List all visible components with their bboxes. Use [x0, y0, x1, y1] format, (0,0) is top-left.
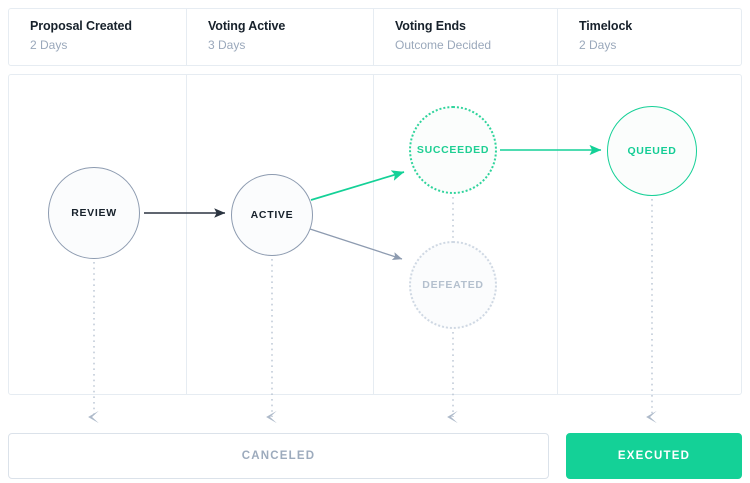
timeline-header-panel: Proposal Created 2 Days Voting Active 3 …	[8, 8, 742, 66]
timeline-column-voting-active: Voting Active 3 Days	[187, 9, 374, 65]
column-subtitle: 3 Days	[208, 38, 246, 52]
state-node-defeated[interactable]: DEFEATED	[409, 241, 497, 329]
column-subtitle: 2 Days	[30, 38, 68, 52]
state-node-active[interactable]: ACTIVE	[231, 174, 313, 256]
column-subtitle: Outcome Decided	[395, 38, 492, 52]
timeline-column-voting-ends: Voting Ends Outcome Decided	[374, 9, 558, 65]
state-node-queued[interactable]: QUEUED	[607, 106, 697, 196]
executed-button[interactable]: EXECUTED	[566, 433, 742, 479]
column-title: Timelock	[579, 19, 633, 33]
timeline-column-proposal-created: Proposal Created 2 Days	[9, 9, 187, 65]
canceled-button[interactable]: CANCELED	[8, 433, 549, 479]
state-node-label: DEFEATED	[422, 279, 484, 291]
column-divider-1	[186, 75, 187, 394]
column-subtitle: 2 Days	[579, 38, 617, 52]
state-node-label: SUCCEEDED	[416, 144, 490, 156]
column-divider-2	[373, 75, 374, 394]
column-divider-3	[557, 75, 558, 394]
state-node-review[interactable]: REVIEW	[48, 167, 140, 259]
terminal-state-footer: CANCELED EXECUTED	[8, 433, 742, 479]
state-node-succeeded[interactable]: SUCCEEDED	[409, 106, 497, 194]
executed-button-label: EXECUTED	[617, 450, 691, 462]
canceled-button-label: CANCELED	[241, 450, 316, 462]
column-title: Voting Active	[208, 19, 286, 33]
timeline-column-timelock: Timelock 2 Days	[558, 9, 741, 65]
state-node-label: ACTIVE	[250, 209, 294, 221]
column-title: Proposal Created	[30, 19, 132, 33]
state-node-label: QUEUED	[627, 145, 677, 157]
state-node-label: REVIEW	[71, 207, 117, 219]
column-title: Voting Ends	[395, 19, 466, 33]
